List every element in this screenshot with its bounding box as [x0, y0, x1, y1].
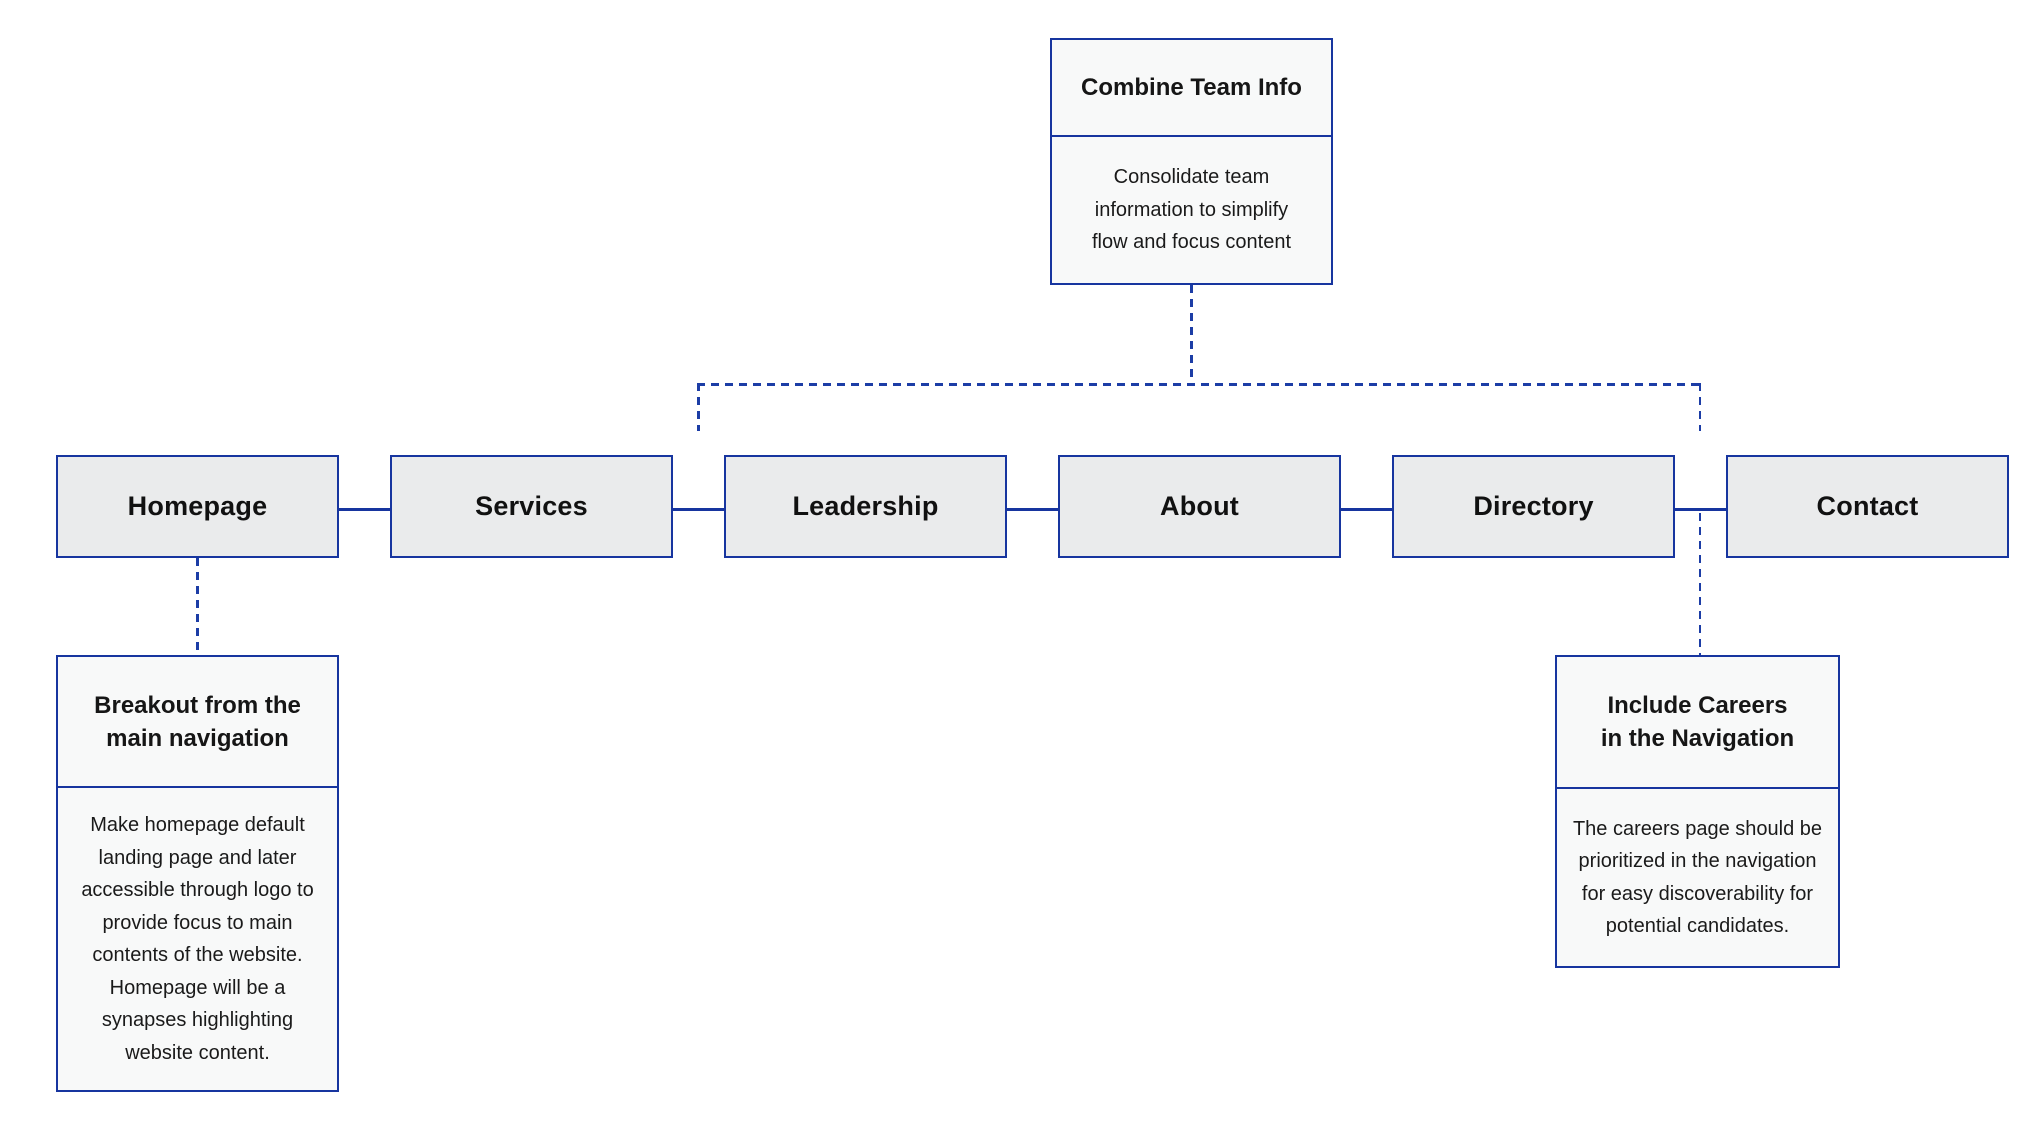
dashed-drop-combine-note: [1190, 285, 1193, 383]
nav-node-leadership[interactable]: Leadership: [724, 455, 1007, 558]
nav-node-label: About: [1160, 491, 1239, 521]
nav-node-label: Homepage: [127, 491, 268, 521]
dashed-drop-careers-note: [1698, 513, 1701, 655]
nav-node-label: Contact: [1816, 491, 1919, 521]
note-body: Consolidate team information to simplify…: [1091, 166, 1291, 254]
note-breakout-main-navigation[interactable]: Breakout from the main navigation Make h…: [56, 655, 339, 1092]
dashed-bracket-top: [697, 383, 1701, 386]
nav-node-label: Services: [475, 491, 588, 521]
dashed-bracket-left-stub: [697, 383, 700, 431]
nav-node-label: Directory: [1473, 491, 1594, 521]
nav-node-contact[interactable]: Contact: [1726, 455, 2009, 558]
note-title: Combine Team Info: [1052, 40, 1331, 137]
note-body: Make homepage default landing page and l…: [81, 814, 314, 1064]
nav-node-services[interactable]: Services: [390, 455, 673, 558]
note-combine-team-info[interactable]: Combine Team Info Consolidate team infor…: [1050, 38, 1333, 285]
nav-node-directory[interactable]: Directory: [1392, 455, 1675, 558]
note-include-careers[interactable]: Include Careers in the Navigation The ca…: [1555, 655, 1840, 968]
nav-node-about[interactable]: About: [1058, 455, 1341, 558]
connector-about-directory: [1341, 508, 1392, 511]
connector-homepage-services: [339, 508, 390, 511]
nav-node-label: Leadership: [792, 491, 939, 521]
connector-leadership-about: [1007, 508, 1058, 511]
connector-services-leadership: [673, 508, 724, 511]
dashed-bracket-right-stub: [1698, 383, 1701, 431]
dashed-drop-breakout-note: [196, 558, 199, 655]
nav-node-homepage[interactable]: Homepage: [56, 455, 339, 558]
note-title: Include Careers in the Navigation: [1557, 657, 1838, 789]
note-body: The careers page should be prioritized i…: [1572, 817, 1823, 938]
note-title: Breakout from the main navigation: [58, 657, 337, 788]
connector-directory-contact: [1675, 508, 1726, 511]
